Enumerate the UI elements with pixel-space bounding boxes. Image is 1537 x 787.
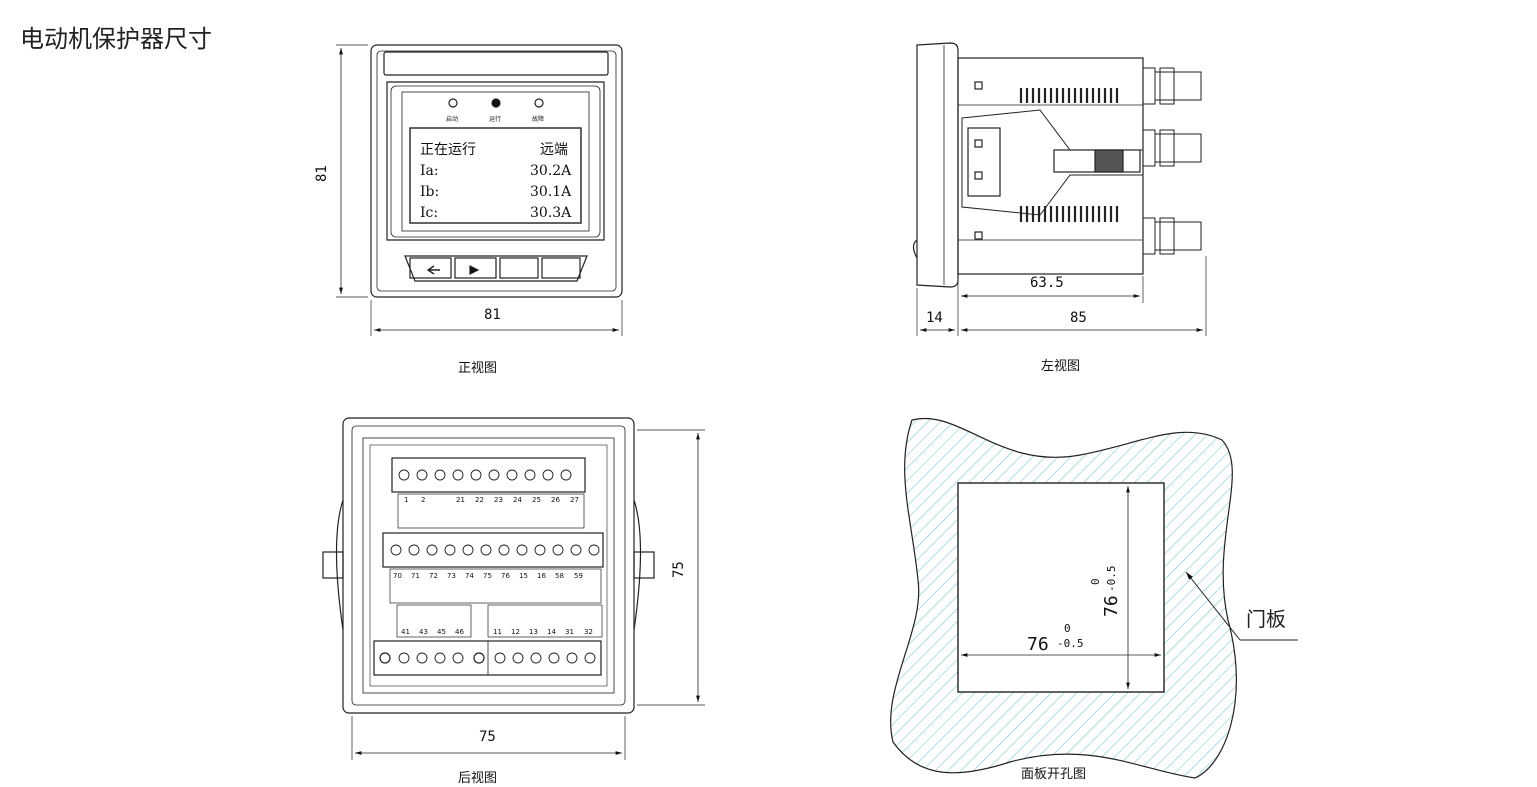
- left-view: [912, 42, 1207, 336]
- terminal-number: 32: [584, 628, 593, 636]
- key-left-button[interactable]: [409, 257, 452, 279]
- terminal-number: 73: [447, 572, 456, 580]
- terminal-number: 21: [456, 496, 465, 504]
- start-led-icon: [448, 98, 458, 108]
- terminal-number: 23: [494, 496, 503, 504]
- bezel-depth-dimension: 14: [926, 310, 943, 326]
- key-enter-button[interactable]: [541, 257, 581, 279]
- terminal-number: 41: [401, 628, 410, 636]
- terminal-number: 72: [429, 572, 438, 580]
- terminal-number: 22: [475, 496, 484, 504]
- terminal-number: 74: [465, 572, 474, 580]
- terminal-number: 14: [547, 628, 556, 636]
- lcd-status: 正在运行: [420, 142, 476, 158]
- terminal-number: 59: [574, 572, 583, 580]
- terminal-number: 11: [493, 628, 502, 636]
- page-title: 电动机保护器尺寸: [20, 25, 212, 53]
- lcd-row-label: Ic:: [420, 205, 438, 221]
- terminal-number: 24: [513, 496, 522, 504]
- indicator-fault-label: 故障: [532, 115, 544, 123]
- cutout-width-dimension: 76: [1027, 634, 1049, 655]
- indicator-run-label: 运行: [489, 115, 501, 123]
- terminal-number: 16: [537, 572, 546, 580]
- key-right-button[interactable]: [454, 257, 497, 279]
- rear-width-dimension: 75: [479, 729, 496, 745]
- terminal-number: 2: [421, 496, 425, 504]
- lcd-screen: [409, 127, 582, 224]
- terminal-number: 27: [570, 496, 579, 504]
- front-view-caption: 正视图: [458, 361, 497, 376]
- terminal-number: 76: [501, 572, 510, 580]
- front-width-dimension: 81: [484, 307, 501, 323]
- terminal-number: 31: [565, 628, 574, 636]
- door-panel-label: 门板: [1246, 607, 1286, 631]
- panel-cutout: [890, 417, 1298, 779]
- lcd-row-label: Ia:: [420, 163, 439, 179]
- rear-height-dimension: 75: [671, 561, 687, 578]
- panel-cutout-caption: 面板开孔图: [1021, 767, 1086, 782]
- body-depth-dimension: 63.5: [1030, 275, 1064, 291]
- rear-view-caption: 后视图: [458, 771, 497, 786]
- terminal-number: 45: [437, 628, 446, 636]
- total-depth-dimension: 85: [1070, 310, 1087, 326]
- lcd-row-value: 30.2A: [530, 163, 572, 179]
- key-esc-button[interactable]: [499, 257, 539, 279]
- cutout-height-dimension: 76: [1101, 595, 1122, 617]
- terminal-number: 58: [555, 572, 564, 580]
- run-led-icon: [491, 98, 501, 108]
- lcd-mode: 远端: [540, 142, 568, 158]
- lcd-row-value: 30.1A: [530, 184, 572, 200]
- rear-view: [322, 417, 705, 760]
- fault-led-icon: [534, 98, 544, 108]
- cutout-width-tolerance-upper: 0: [1064, 622, 1071, 635]
- terminal-number: 25: [532, 496, 541, 504]
- terminal-number: 46: [455, 628, 464, 636]
- lcd-row-label: Ib:: [420, 184, 439, 200]
- terminal-number: 12: [511, 628, 520, 636]
- front-view: [336, 44, 623, 336]
- terminal-number: 43: [419, 628, 428, 636]
- terminal-number: 26: [551, 496, 560, 504]
- terminal-number: 70: [393, 572, 402, 580]
- front-height-dimension: 81: [314, 165, 330, 182]
- cutout-width-tolerance-lower: -0.5: [1057, 637, 1084, 650]
- terminal-number: 15: [519, 572, 528, 580]
- terminal-number: 71: [411, 572, 420, 580]
- cutout-height-tolerance-lower: -0.5: [1105, 566, 1118, 593]
- terminal-number: 13: [529, 628, 538, 636]
- left-view-caption: 左视图: [1041, 359, 1080, 374]
- indicator-start-label: 启动: [446, 115, 458, 123]
- terminal-number: 1: [404, 496, 408, 504]
- lcd-row-value: 30.3A: [530, 205, 572, 221]
- cutout-height-tolerance-upper: 0: [1089, 578, 1102, 585]
- terminal-number: 75: [483, 572, 492, 580]
